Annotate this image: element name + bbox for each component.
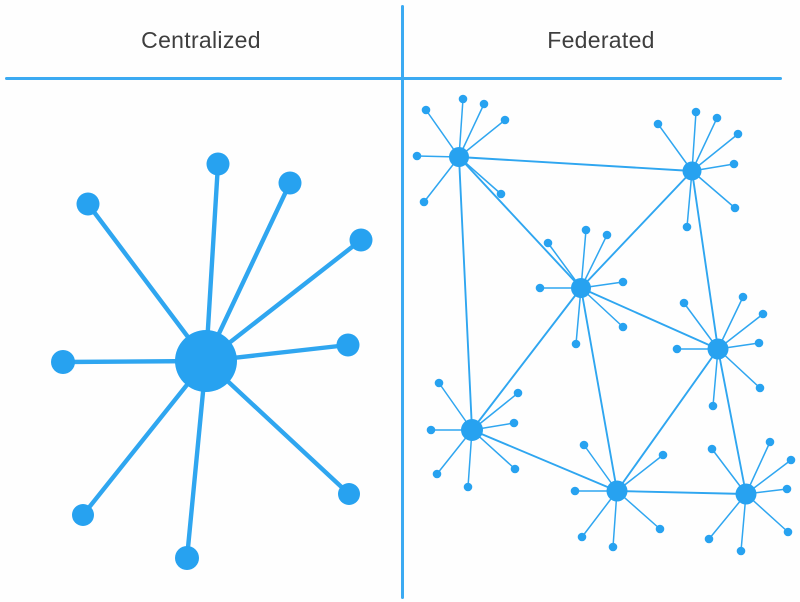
federated-hub-link-edge — [458, 156, 693, 172]
federated-satellite-node — [655, 524, 665, 534]
federated-satellite-node — [513, 388, 523, 398]
federated-satellite-node — [581, 225, 591, 235]
federated-satellite-node — [758, 309, 768, 319]
federated-satellite-node — [543, 238, 553, 248]
federated-satellite-node — [509, 418, 519, 428]
federated-hub-node — [461, 419, 483, 441]
federated-satellite-node — [618, 277, 628, 287]
centralized-leaf-node — [76, 192, 100, 216]
federated-hub-node — [449, 147, 469, 167]
federated-satellite-edge — [691, 133, 739, 172]
federated-hub-link-edge — [471, 429, 618, 492]
centralized-spoke-edge — [203, 161, 221, 364]
federated-satellite-edge — [657, 123, 693, 172]
federated-hub-node — [707, 338, 729, 360]
panel-divider-line — [401, 5, 404, 599]
federated-satellite-node — [658, 450, 668, 460]
federated-satellite-node — [618, 322, 628, 332]
federated-hub-link-edge — [691, 170, 719, 350]
federated-satellite-node — [712, 113, 722, 123]
federated-satellite-node — [500, 115, 510, 125]
centralized-leaf-node — [51, 350, 75, 374]
centralized-spoke-edge — [203, 237, 364, 364]
centralized-spoke-edge — [203, 180, 293, 364]
federated-satellite-edge — [691, 111, 697, 172]
centralized-spoke-edge — [203, 358, 352, 497]
federated-satellite-node — [672, 344, 682, 354]
federated-satellite-node — [682, 222, 692, 232]
federated-hub-link-edge — [471, 287, 582, 431]
federated-satellite-node — [704, 534, 714, 544]
federated-satellite-node — [786, 455, 796, 465]
federated-satellite-node — [691, 107, 701, 117]
centralized-spoke-edge — [85, 201, 209, 364]
federated-satellite-node — [602, 230, 612, 240]
federated-hub-link-edge — [616, 490, 747, 495]
federated-satellite-node — [608, 542, 618, 552]
federated-satellite-node — [570, 486, 580, 496]
centralized-leaf-node — [206, 152, 230, 176]
centralized-leaf-node — [338, 483, 360, 505]
centralized-spoke-edge — [184, 358, 209, 561]
centralized-spoke-edge — [80, 358, 209, 518]
centralized-leaf-node — [175, 546, 199, 570]
federated-satellite-node — [782, 484, 792, 494]
federated-satellite-node — [426, 425, 436, 435]
federated-hub-node — [682, 161, 702, 181]
centralized-leaf-node — [336, 333, 360, 357]
federated-satellite-node — [421, 105, 431, 115]
federated-hub-link-edge — [458, 156, 473, 431]
centralized-leaf-node — [72, 504, 94, 526]
federated-hub-node — [606, 480, 628, 502]
federated-satellite-node — [479, 99, 489, 109]
federated-satellite-node — [458, 94, 468, 104]
federated-satellite-node — [765, 437, 775, 447]
federated-satellite-node — [679, 298, 689, 308]
federated-satellite-node — [510, 464, 520, 474]
federated-satellite-edge — [691, 117, 718, 172]
federated-satellite-node — [463, 482, 473, 492]
federated-hub-node — [735, 483, 757, 505]
federated-hub-link-edge — [580, 170, 693, 289]
federated-satellite-node — [535, 283, 545, 293]
federated-hub-link-edge — [580, 287, 618, 492]
federated-satellite-node — [783, 527, 793, 537]
centralized-hub-node — [175, 330, 237, 392]
header-divider-line — [5, 77, 782, 80]
federated-satellite-node — [733, 129, 743, 139]
federated-satellite-node — [729, 159, 739, 169]
centralized-leaf-node — [349, 228, 373, 252]
federated-satellite-node — [755, 383, 765, 393]
federated-satellite-node — [653, 119, 663, 129]
federated-satellite-node — [730, 203, 740, 213]
federated-hub-link-edge — [580, 287, 719, 350]
federated-satellite-node — [496, 189, 506, 199]
federated-satellite-node — [708, 401, 718, 411]
federated-satellite-node — [577, 532, 587, 542]
federated-satellite-node — [736, 546, 746, 556]
federated-satellite-node — [412, 151, 422, 161]
federated-satellite-node — [434, 378, 444, 388]
federated-hub-link-edge — [458, 156, 582, 289]
federated-hub-link-edge — [717, 348, 747, 495]
federated-hub-link-edge — [616, 348, 719, 492]
federated-satellite-node — [738, 292, 748, 302]
federated-satellite-node — [579, 440, 589, 450]
federated-satellite-node — [419, 197, 429, 207]
centralized-leaf-node — [278, 171, 302, 195]
centralized-panel-title: Centralized — [141, 27, 261, 53]
federated-panel-title: Federated — [547, 27, 655, 53]
federated-satellite-node — [571, 339, 581, 349]
federated-hub-node — [571, 278, 591, 298]
federated-satellite-node — [754, 338, 764, 348]
federated-satellite-node — [432, 469, 442, 479]
federated-satellite-node — [707, 444, 717, 454]
